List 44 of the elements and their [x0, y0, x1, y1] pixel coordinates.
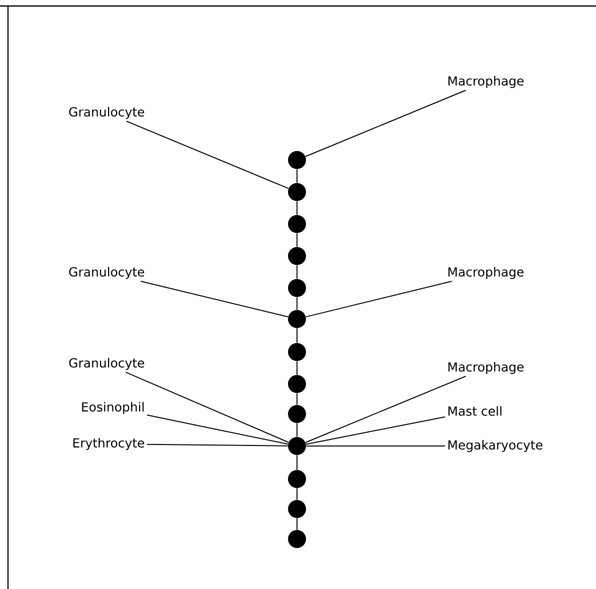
cell-dot	[288, 183, 306, 201]
stem-line	[296, 264, 298, 280]
cell-label: Macrophage	[448, 76, 524, 88]
cell-dot	[288, 279, 306, 297]
cell-label: Macrophage	[448, 362, 524, 374]
connector-line	[125, 372, 290, 443]
stem-line	[296, 328, 298, 344]
cell-dot	[288, 500, 306, 518]
cell-label: Granulocyte	[69, 106, 144, 120]
cell-dot	[288, 470, 306, 488]
stem-line	[296, 296, 298, 310]
cell-dot	[288, 151, 306, 169]
cell-label: Granulocyte	[69, 266, 144, 280]
stem-line	[296, 360, 298, 376]
connector-line	[305, 376, 466, 443]
cell-dot	[288, 530, 306, 548]
stem-line	[296, 392, 298, 406]
connector-line	[305, 90, 466, 157]
connector-line	[146, 414, 288, 445]
stem-line	[296, 422, 298, 438]
cell-dot	[288, 247, 306, 265]
cell-dot	[288, 215, 306, 233]
cell-label: Eosinophil	[82, 402, 144, 414]
cell-dot	[288, 405, 306, 423]
cell-label: Erythrocyte	[73, 438, 144, 450]
cell-dot	[288, 343, 306, 361]
connector-line	[146, 444, 288, 446]
stem-line	[296, 518, 298, 530]
connector-line	[126, 120, 289, 189]
cell-label: Mast cell	[448, 406, 502, 416]
stem-line	[296, 232, 298, 248]
cell-label: Megakaryocyte	[448, 440, 542, 452]
stem-line	[296, 200, 298, 216]
cell-dot	[288, 310, 306, 328]
connector-line	[306, 416, 446, 445]
stem-line	[296, 454, 298, 470]
cell-dot	[288, 437, 306, 455]
cell-label: Granulocyte	[69, 358, 144, 370]
stem-line	[296, 168, 298, 184]
cell-label: Macrophage	[448, 266, 524, 280]
stem-line	[296, 488, 298, 500]
connector-line	[140, 280, 289, 318]
cell-dot	[288, 375, 306, 393]
connector-line	[305, 280, 452, 318]
